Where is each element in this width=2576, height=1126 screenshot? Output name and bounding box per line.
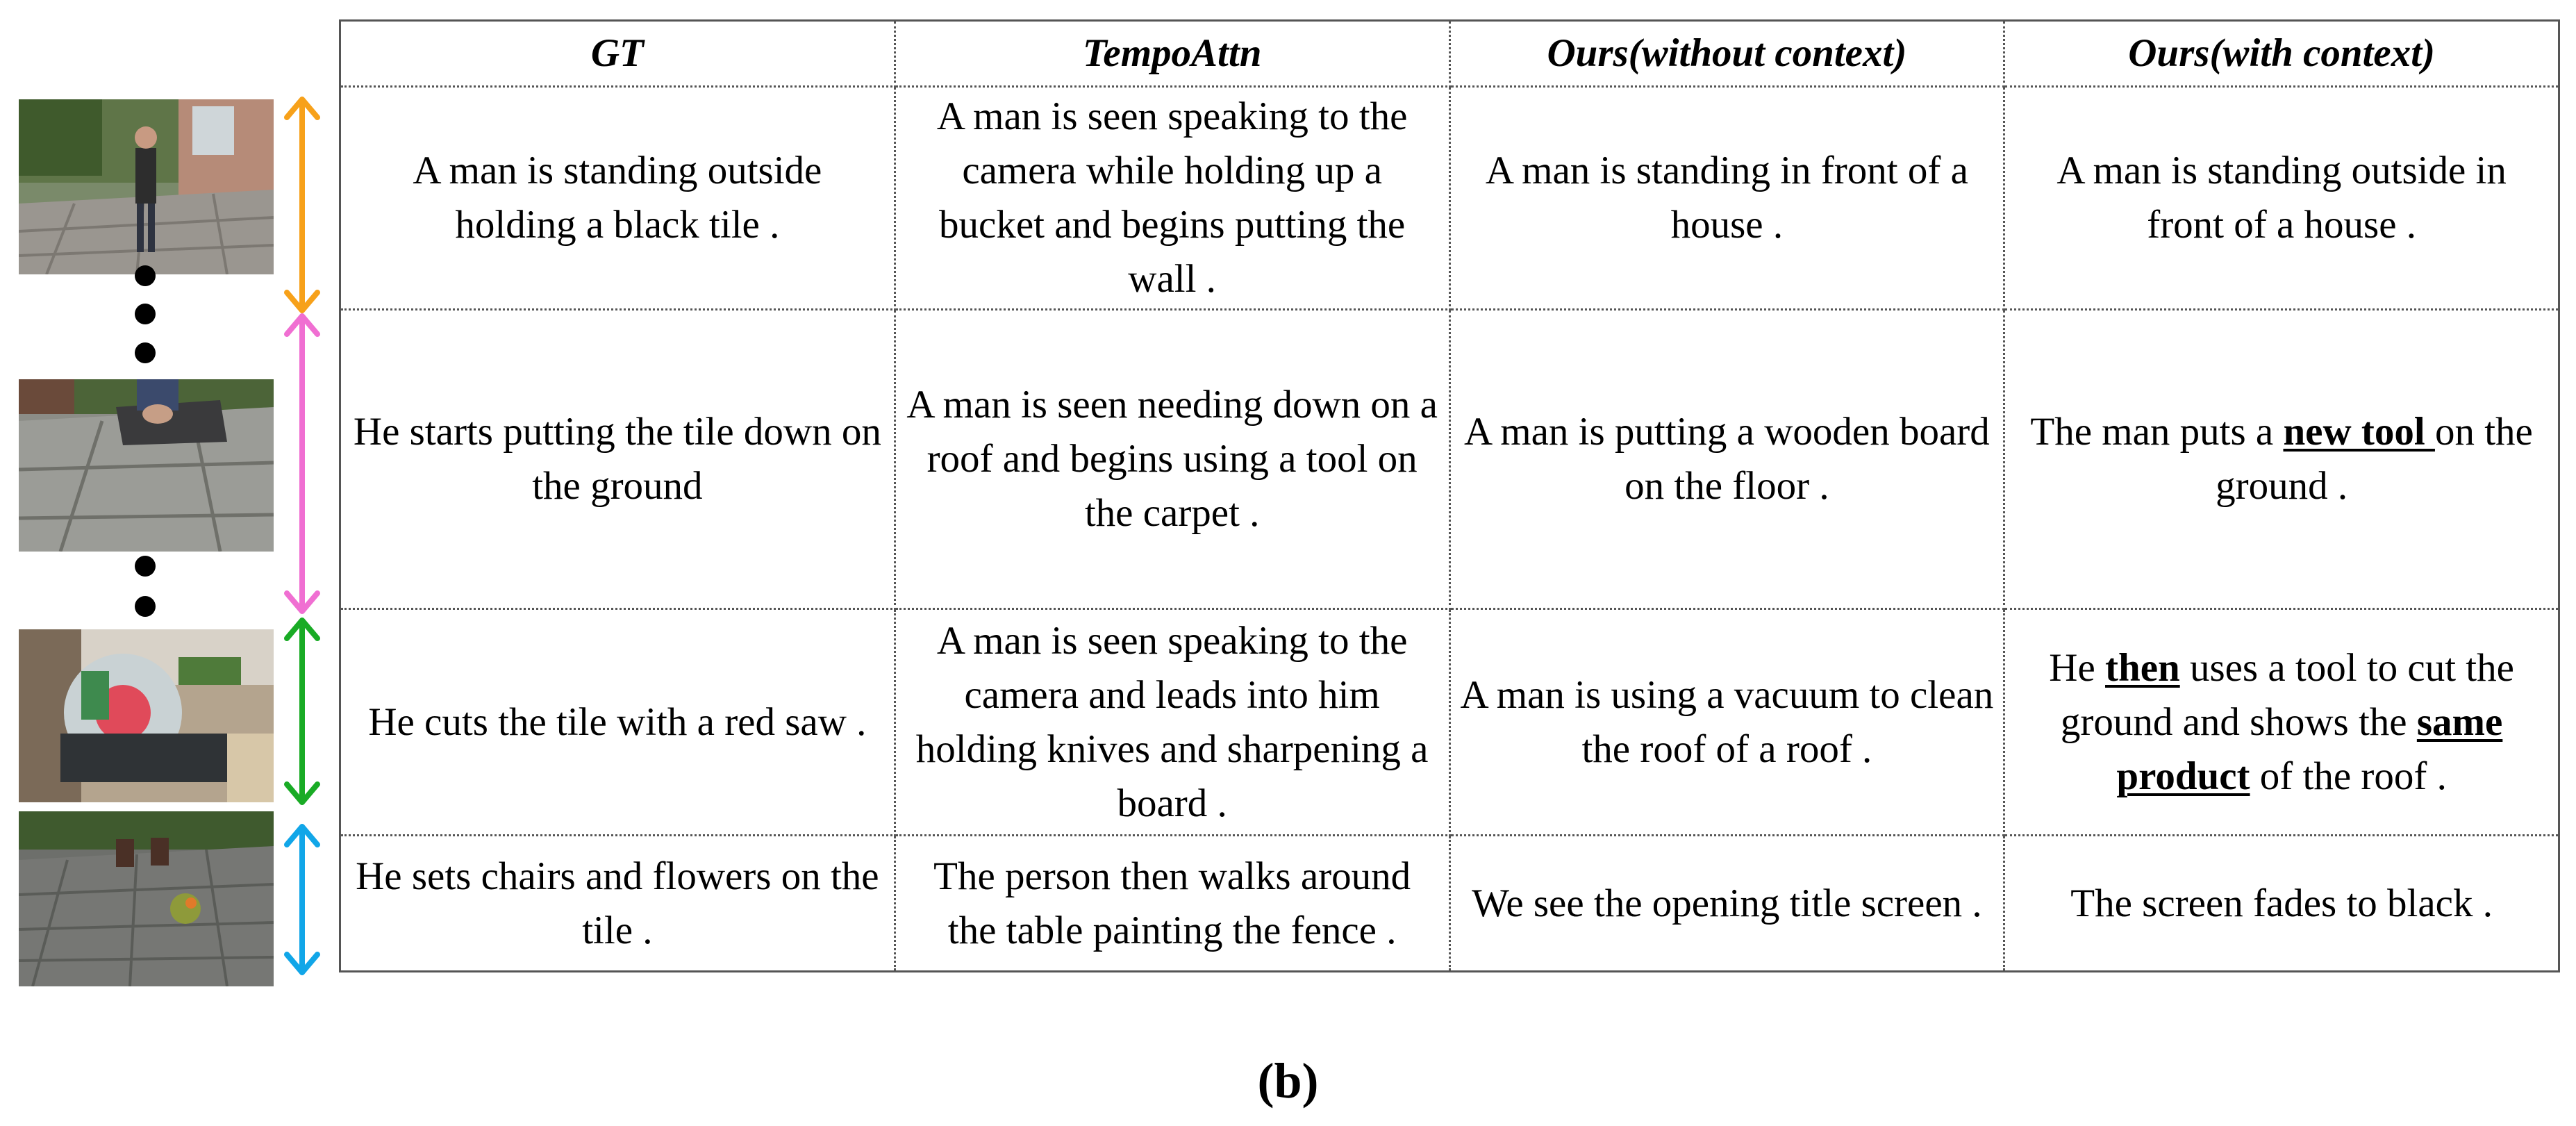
table-row: He sets chairs and flowers on the tile .… [339,834,2560,972]
without-context-caption: A man is using a vacuum to clean the roo… [1448,608,2006,837]
with-context-caption: The man puts a new tool on the ground . [2003,308,2560,611]
panel-label: (b) [1257,1053,1319,1109]
caption-segment: The man puts a [2030,410,2284,454]
column-header-gt: GT [339,19,896,88]
highlighted-phrase: same product [2116,699,2503,798]
without-context-caption: A man is standing in front of a house . [1448,85,2006,311]
segment-arrow-3 [284,618,320,805]
without-context-caption: We see the opening title screen . [1448,834,2006,972]
caption-segment: of the roof . [2250,754,2447,798]
column-header-ours-with-context: Ours(with context) [2003,19,2560,88]
tempoattn-caption: A man is seen needing down on a roof and… [893,308,1451,611]
segment-arrow-1 [284,97,320,313]
gt-caption: He starts putting the tile down on the g… [339,308,896,611]
caption-segment: The screen fades to black . [2070,881,2493,925]
highlighted-phrase: new tool [2283,410,2435,454]
video-frame-3 [19,629,274,802]
highlighted-phrase: then [2105,645,2180,690]
segment-arrows [284,97,320,975]
video-frame-4 [19,811,274,986]
without-context-caption: A man is putting a wooden board on the f… [1448,308,2006,611]
video-frame-1 [19,99,274,274]
caption-segment: A man is standing outside in front of a … [2056,149,2507,247]
table-header-row: GT TempoAttn Ours(without context) Ours(… [339,19,2560,88]
segment-arrow-4 [284,824,320,975]
gt-caption: He cuts the tile with a red saw . [339,608,896,837]
caption-segment: uses a tool to cut the ground and shows … [2060,645,2514,744]
video-frame-2 [19,379,274,552]
table-row: A man is standing outside holding a blac… [339,85,2560,311]
ellipsis-dot [135,304,156,324]
gt-caption: A man is standing outside holding a blac… [339,85,896,311]
ellipsis-dot [135,265,156,286]
column-header-tempoattn: TempoAttn [893,19,1451,88]
tempoattn-caption: The person then walks around the table p… [893,834,1451,972]
caption-comparison-table: GT TempoAttn Ours(without context) Ours(… [339,19,2560,972]
caption-segment: on the ground . [2216,410,2533,508]
ellipsis-dot [135,342,156,363]
table-row: He cuts the tile with a red saw . A man … [339,608,2560,837]
with-context-caption: A man is standing outside in front of a … [2003,85,2560,311]
tempoattn-caption: A man is seen speaking to the camera whi… [893,85,1451,311]
segment-arrow-2 [284,313,320,614]
table-row: He starts putting the tile down on the g… [339,308,2560,611]
with-context-caption: He then uses a tool to cut the ground an… [2003,608,2560,837]
column-header-ours-without-context: Ours(without context) [1448,19,2006,88]
ellipsis-dot [135,596,156,617]
with-context-caption: The screen fades to black . [2003,834,2560,972]
ellipsis-dot [135,556,156,577]
caption-segment: He [2049,645,2106,690]
tempoattn-caption: A man is seen speaking to the camera and… [893,608,1451,837]
gt-caption: He sets chairs and flowers on the tile . [339,834,896,972]
